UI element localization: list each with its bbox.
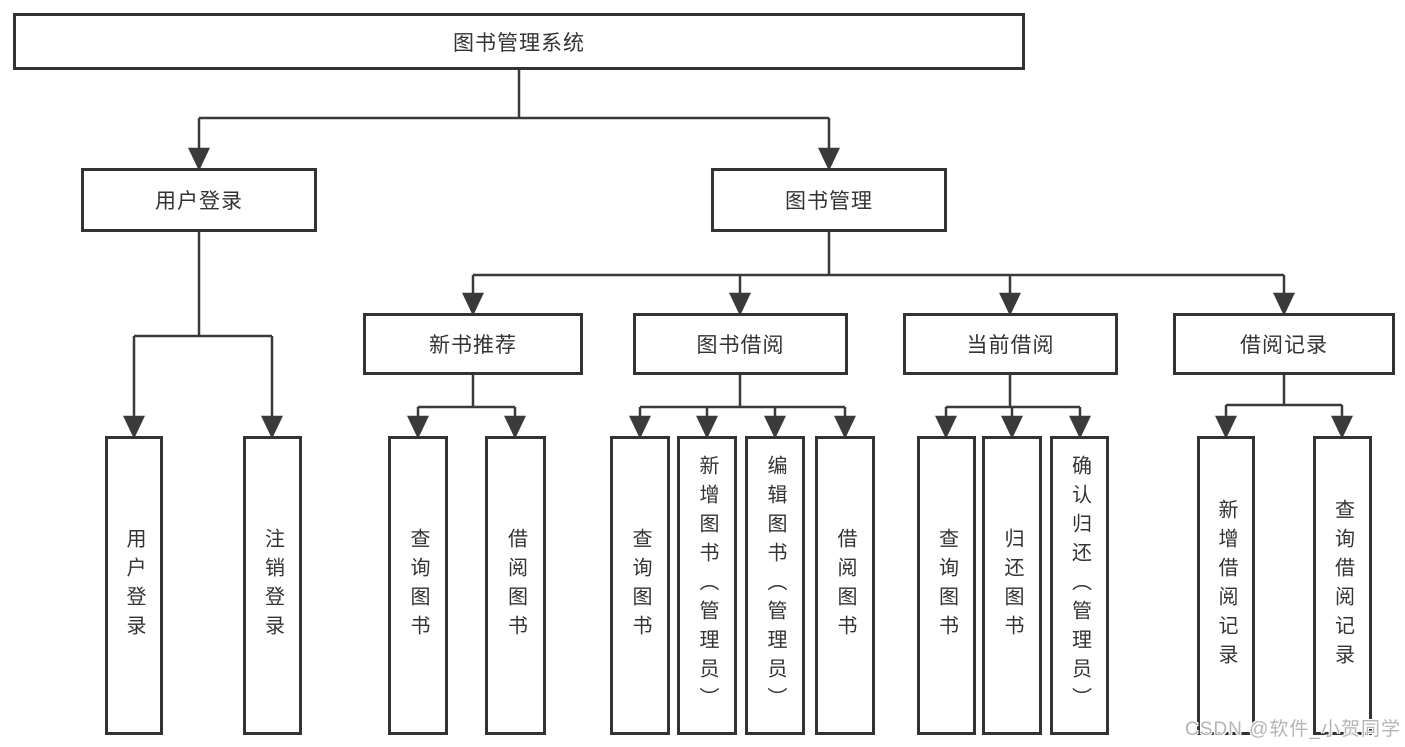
leaf-borrow-books-recommend: 借阅图书 (485, 436, 546, 735)
leaf-add-books-admin: 新增图书（管理员） (677, 436, 737, 735)
arrowhead (1001, 415, 1023, 439)
arrowhead (1069, 415, 1091, 439)
node-current-borrow: 当前借阅 (903, 313, 1118, 375)
arrowhead (629, 415, 651, 439)
leaf-query-books-recommend: 查询图书 (388, 436, 448, 735)
leaf-edit-books-admin: 编辑图书（管理员） (745, 436, 805, 735)
leaf-confirm-return-admin-label: 确认归还（管理员） (1068, 455, 1091, 716)
arrowhead (729, 292, 751, 316)
arrowhead (834, 415, 856, 439)
leaf-return-books-label: 归还图书 (1001, 527, 1023, 644)
node-new-book-recommend: 新书推荐 (363, 313, 583, 375)
arrowhead (1215, 415, 1237, 439)
node-user-login: 用户登录 (81, 168, 317, 232)
leaf-borrow-books: 借阅图书 (815, 436, 875, 735)
node-book-management: 图书管理 (711, 168, 947, 232)
leaf-logout-label: 注销登录 (261, 527, 284, 644)
arrowhead (1273, 292, 1295, 316)
node-root: 图书管理系统 (13, 13, 1025, 70)
node-borrow-records: 借阅记录 (1173, 313, 1395, 375)
node-book-borrow: 图书借阅 (633, 313, 848, 375)
leaf-query-borrow-record: 查询借阅记录 (1313, 436, 1372, 735)
arrowhead (504, 415, 526, 439)
arrowhead (764, 415, 786, 439)
leaf-logout: 注销登录 (243, 436, 302, 735)
arrowhead (818, 147, 840, 171)
watermark: CSDN @软件_小贺同学 (1185, 719, 1401, 740)
leaf-query-books-current-label: 查询图书 (935, 527, 958, 644)
leaf-query-books-recommend-label: 查询图书 (407, 527, 429, 644)
arrowhead (935, 415, 957, 439)
leaf-query-books-current: 查询图书 (917, 436, 976, 735)
arrowhead (261, 415, 283, 439)
leaf-add-borrow-record-label: 新增借阅记录 (1215, 498, 1237, 673)
leaf-user-login: 用户登录 (105, 436, 163, 735)
leaf-query-books-borrow-label: 查询图书 (629, 527, 651, 644)
arrowhead (696, 415, 718, 439)
leaf-query-books-borrow: 查询图书 (610, 436, 670, 735)
leaf-query-borrow-record-label: 查询借阅记录 (1331, 498, 1354, 673)
arrowhead (999, 292, 1021, 316)
leaf-confirm-return-admin: 确认归还（管理员） (1050, 436, 1109, 735)
leaf-return-books: 归还图书 (982, 436, 1042, 735)
leaf-borrow-books-recommend-label: 借阅图书 (504, 527, 527, 644)
arrowhead (407, 415, 429, 439)
arrowhead (1331, 415, 1353, 439)
node-new-book-recommend-label: 新书推荐 (429, 334, 517, 357)
leaf-borrow-books-label: 借阅图书 (834, 527, 856, 644)
leaf-add-books-admin-label: 新增图书（管理员） (696, 455, 718, 716)
arrowhead (462, 292, 484, 316)
node-user-login-label: 用户登录 (155, 190, 243, 213)
node-book-management-label: 图书管理 (785, 190, 873, 213)
leaf-user-login-label: 用户登录 (123, 527, 145, 644)
node-borrow-records-label: 借阅记录 (1240, 334, 1328, 357)
node-current-borrow-label: 当前借阅 (966, 334, 1055, 357)
node-root-label: 图书管理系统 (453, 31, 585, 55)
arrowhead (188, 147, 210, 171)
arrowhead (123, 415, 145, 439)
node-book-borrow-label: 图书借阅 (696, 334, 785, 357)
leaf-edit-books-admin-label: 编辑图书（管理员） (764, 455, 786, 716)
leaf-add-borrow-record: 新增借阅记录 (1197, 436, 1255, 735)
